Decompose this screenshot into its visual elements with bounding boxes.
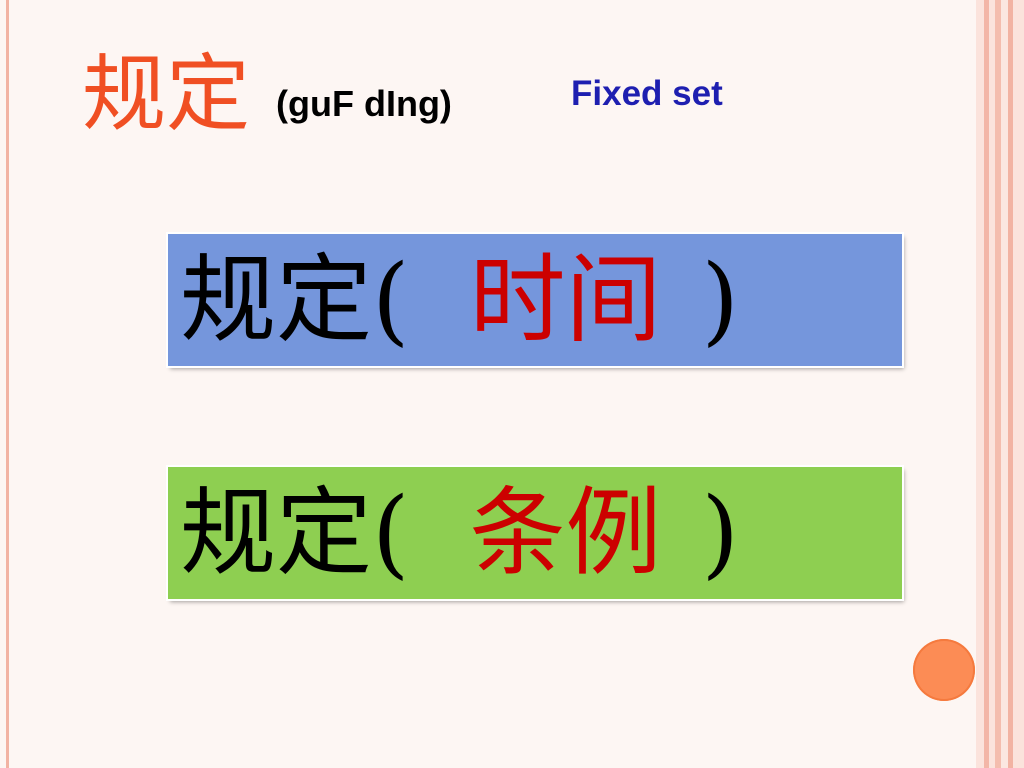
example-close-paren: ) <box>701 477 739 589</box>
example-word: 条例 <box>469 477 662 589</box>
title-pinyin: (guF dIng) <box>276 83 452 124</box>
example-lead: 规定( <box>180 477 410 589</box>
decorative-circle <box>913 639 975 701</box>
example-word: 时间 <box>469 244 662 356</box>
example-box-regulation: 规定( 条例 ) <box>166 465 904 601</box>
example-close-paren: ) <box>701 244 739 356</box>
left-border-line <box>6 0 9 768</box>
example-lead: 规定( <box>180 244 410 356</box>
right-border-stripes <box>976 0 1024 768</box>
example-box-time: 规定( 时间 ) <box>166 232 904 368</box>
title-english: Fixed set <box>571 74 723 113</box>
title-chinese: 规定 <box>82 45 251 143</box>
